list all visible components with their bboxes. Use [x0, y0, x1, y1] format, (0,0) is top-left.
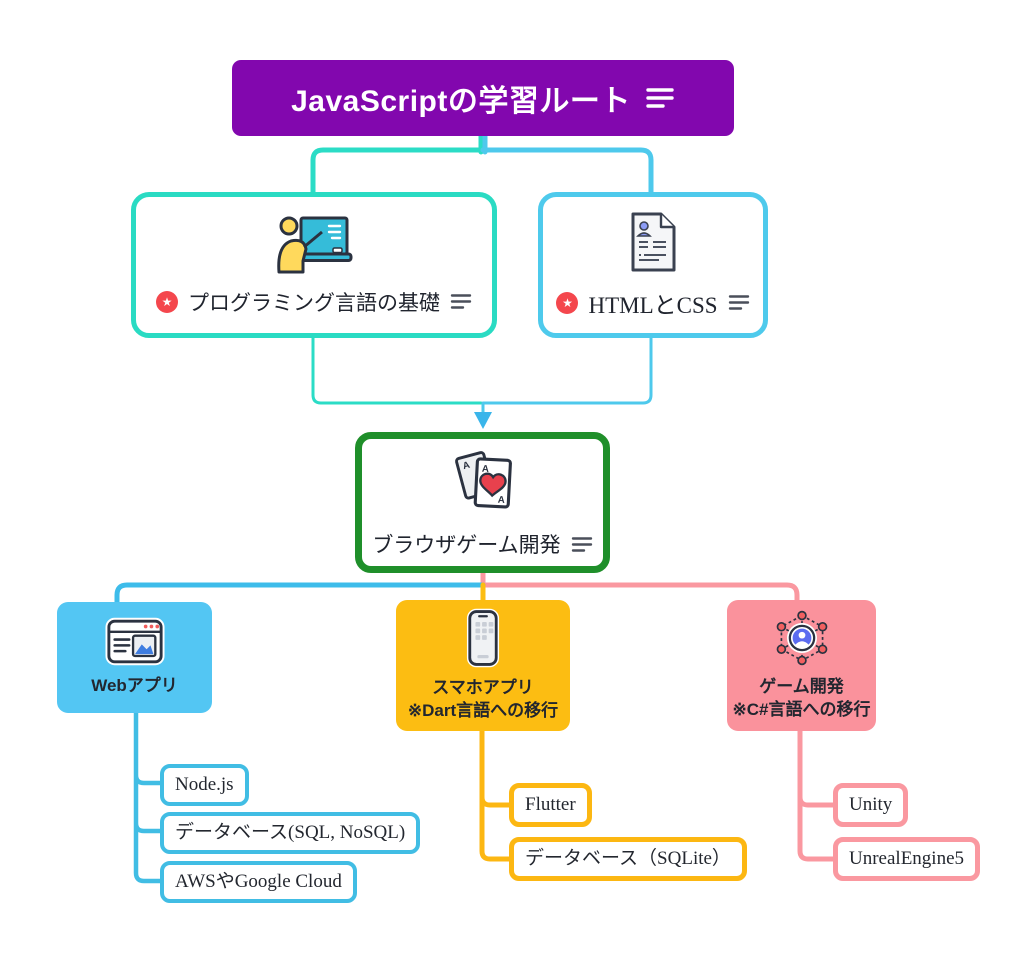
- edge-htmlcss-browsergame: [481, 334, 653, 415]
- notes-icon[interactable]: [450, 293, 472, 310]
- node-browser-game-label: ブラウザゲーム開発: [372, 534, 561, 557]
- playing-cards-icon: A A A: [454, 451, 512, 509]
- edge-root-basics: [310, 131, 486, 197]
- svg-text:A: A: [497, 495, 505, 506]
- edge-root-htmlcss: [480, 131, 654, 197]
- edge-basics-browsergame: [311, 334, 483, 405]
- edge-browsergame-game: [480, 568, 800, 605]
- node-basics[interactable]: ★ プログラミング言語の基礎: [131, 192, 497, 338]
- edge-browsergame-web: [114, 582, 486, 605]
- leaf-database-sqlite[interactable]: データベース（SQLite）: [509, 837, 747, 881]
- star-badge-icon: ★: [556, 291, 579, 314]
- node-game-dev-label: ゲーム開発: [759, 677, 844, 697]
- edges-web-leaves: [133, 709, 164, 884]
- node-htmlcss-label: HTMLとCSS: [588, 292, 718, 318]
- edges-mobile-leaves: [479, 727, 513, 862]
- node-htmlcss[interactable]: ★ HTMLとCSS: [538, 192, 768, 338]
- svg-text:A: A: [461, 460, 471, 472]
- node-mobile-app-note: ※Dart言語への移行: [407, 701, 559, 720]
- star-badge-icon: ★: [156, 290, 178, 313]
- leaf-flutter[interactable]: Flutter: [509, 783, 592, 827]
- root-title: JavaScriptの学習ルート: [291, 85, 631, 118]
- teacher-blackboard-icon: [277, 216, 353, 273]
- edges-game-leaves: [797, 727, 837, 862]
- document-profile-icon: [631, 212, 676, 271]
- node-web-app[interactable]: Webアプリ: [57, 602, 212, 713]
- network-avatar-icon: [776, 610, 827, 666]
- leaf-nodejs[interactable]: Node.js: [160, 764, 249, 806]
- node-mobile-app[interactable]: スマホアプリ ※Dart言語への移行: [396, 600, 570, 731]
- node-web-app-label: Webアプリ: [91, 676, 178, 696]
- node-mobile-app-label: スマホアプリ: [432, 678, 534, 698]
- leaf-unreal-engine5[interactable]: UnrealEngine5: [833, 837, 981, 881]
- smartphone-icon: [466, 608, 500, 668]
- leaf-aws-google-cloud[interactable]: AWSやGoogle Cloud: [160, 861, 357, 903]
- node-game-dev[interactable]: ゲーム開発 ※C#言語への移行: [727, 600, 876, 731]
- browser-window-icon: [104, 617, 165, 666]
- arrowhead-down: [474, 412, 492, 429]
- leaf-database-sql-nosql[interactable]: データベース(SQL, NoSQL): [160, 812, 421, 854]
- leaf-unity[interactable]: Unity: [833, 783, 909, 827]
- svg-text:A: A: [481, 464, 489, 475]
- node-game-dev-note: ※C#言語への移行: [732, 700, 871, 719]
- notes-icon[interactable]: [645, 86, 675, 110]
- node-browser-game[interactable]: A A A ブラウザゲーム開発: [355, 432, 610, 573]
- notes-icon[interactable]: [728, 294, 750, 311]
- node-root[interactable]: JavaScriptの学習ルート: [232, 60, 734, 136]
- notes-icon[interactable]: [571, 536, 593, 553]
- node-basics-label: プログラミング言語の基礎: [188, 291, 440, 315]
